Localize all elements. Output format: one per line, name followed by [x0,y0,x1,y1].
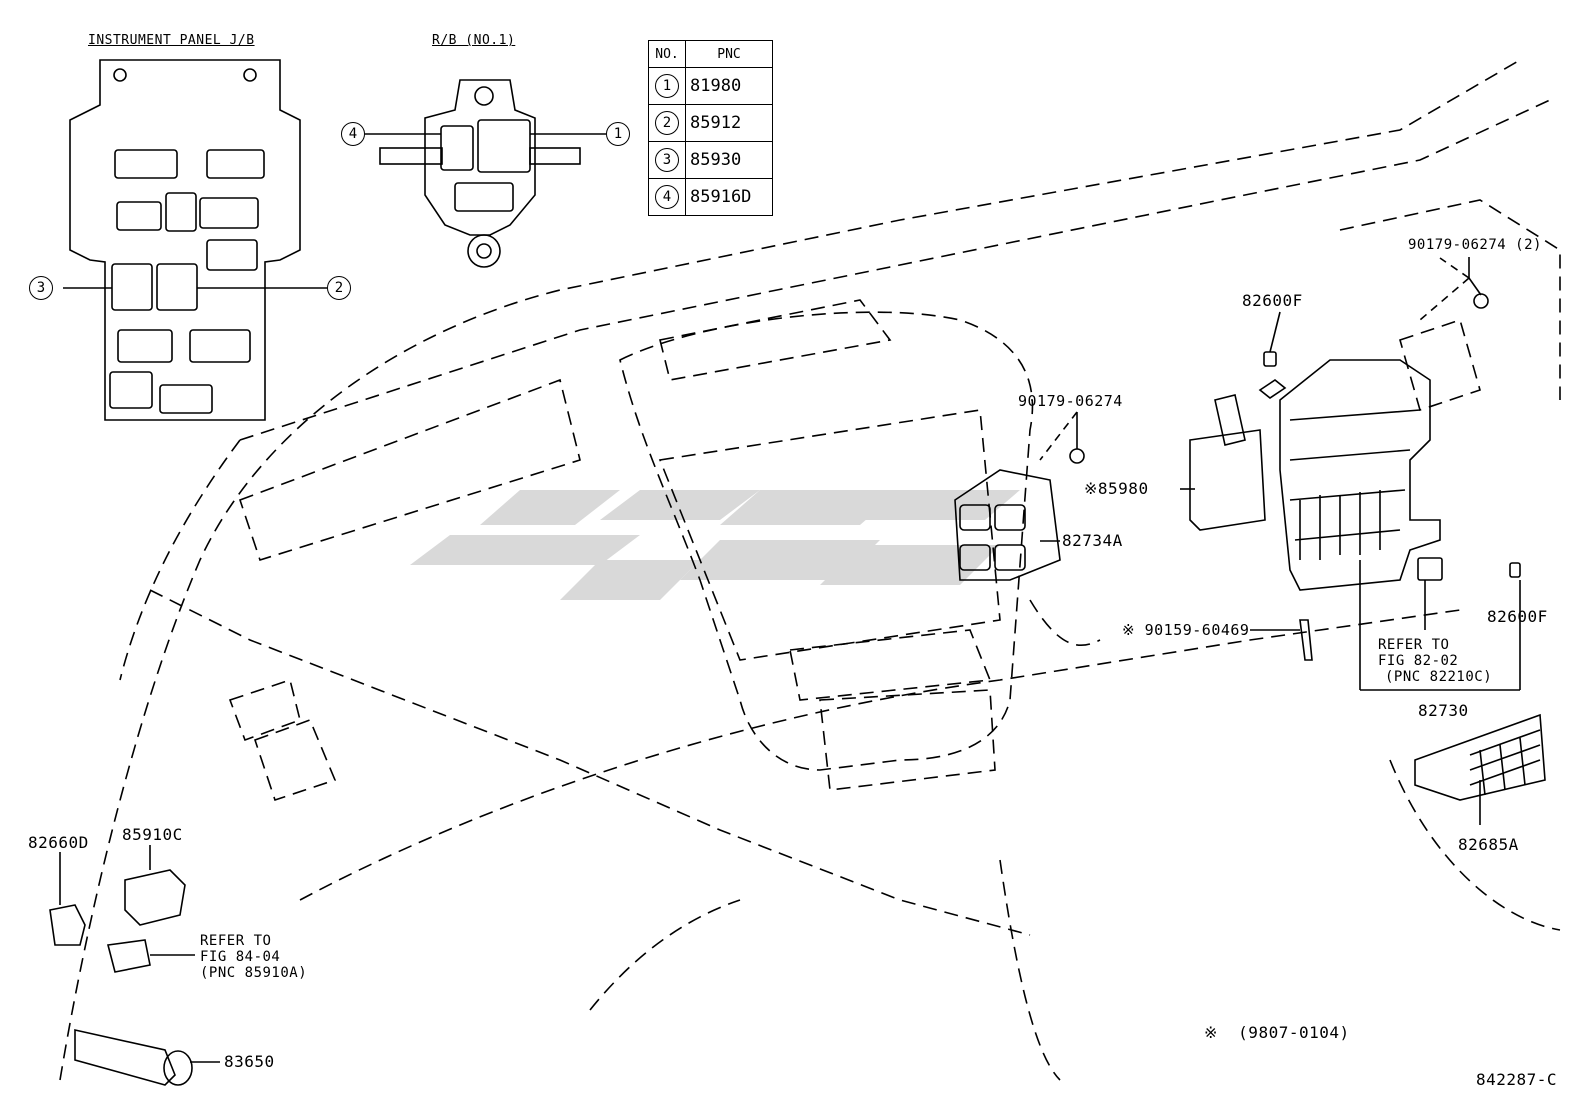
callout-2: 2 [327,276,351,300]
dashboard-outline [59,59,1561,1081]
date-range-footnote: ※ (9807-0104) [1204,1023,1350,1042]
refer-fig-82-02-line3: (PNC 82210C) [1385,669,1493,685]
label-82730: 82730 [1418,701,1469,720]
pnc-table-row: 3 85930 [648,141,773,179]
label-82660d: 82660D [28,833,89,852]
small-parts [1069,293,1521,661]
refer-fig-84-04-line2: FIG 84-04 [200,949,281,965]
row-number: 2 [655,111,679,135]
label-82600f-top: 82600F [1242,291,1303,310]
figure-id: 842287-C [1476,1070,1558,1089]
row-pnc: 85912 [685,104,773,142]
refer-fig-84-04-line1: REFER TO [200,933,272,949]
pnc-table-row: 1 81980 [648,67,773,105]
row-pnc: 85930 [685,141,773,179]
instrument-panel-jb-header: INSTRUMENT PANEL J/B [88,33,255,48]
instrument-panel-jb-drawing [63,59,327,421]
pnc-table: NO. PNC 1 81980 2 85912 3 85930 4 85916D [648,40,773,216]
label-90179-06274: 90179-06274 [1018,392,1123,410]
label-90159-60469: ※ 90159-60469 [1122,621,1250,639]
label-90179-06274-2: 90179-06274 (2) [1408,237,1542,253]
refer-fig-82-02-line1: REFER TO [1378,637,1450,653]
label-82600f-right: 82600F [1487,607,1548,626]
row-pnc: 81980 [685,67,773,105]
label-sheet-82685a [1414,713,1546,801]
label-85910c: 85910C [122,825,183,844]
label-83650: 83650 [224,1052,275,1071]
pnc-table-header-row: NO. PNC [648,40,773,68]
label-82685a: 82685A [1458,835,1519,854]
label-82734a: 82734A [1062,531,1123,550]
callout-3: 3 [29,276,53,300]
rb-no1-drawing [365,79,606,268]
row-pnc: 85916D [685,178,773,216]
pnc-table-col-no: NO. [648,40,686,68]
refer-fig-84-04-line3: (PNC 85910A) [200,965,308,981]
callout-4: 4 [341,122,365,146]
row-number: 4 [655,185,679,209]
pnc-table-row: 4 85916D [648,178,773,216]
leader-lines [59,257,1521,1063]
relay-85980-part [1189,394,1266,531]
rb-no1-header: R/B (NO.1) [432,33,516,48]
junction-block-82730 [1258,359,1441,591]
connector-82734a-part [954,469,1061,581]
row-number: 3 [655,148,679,172]
pnc-table-row: 2 85912 [648,104,773,142]
refer-fig-82-02-line2: FIG 82-02 [1378,653,1459,669]
left-relays [49,869,193,1086]
row-number: 1 [655,74,679,98]
label-85980: ※85980 [1084,479,1149,498]
callout-1: 1 [606,122,630,146]
pnc-table-col-pnc: PNC [685,40,773,68]
watermark-logo [410,490,1020,600]
